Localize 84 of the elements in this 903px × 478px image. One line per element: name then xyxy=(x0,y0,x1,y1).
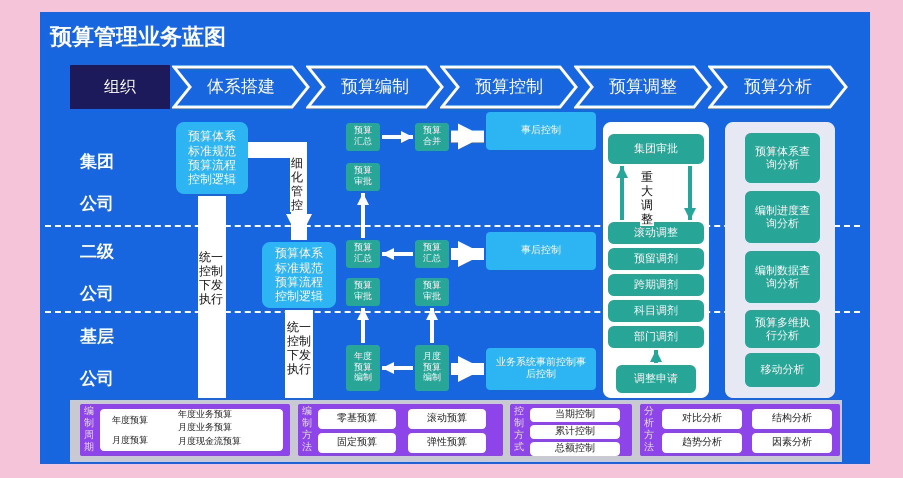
item-box: 零基预算 xyxy=(318,409,396,429)
item-box: 结构分析 xyxy=(752,409,832,429)
process-box: 编制数据查询分析 xyxy=(745,251,820,303)
process-box: 预算审批 xyxy=(346,163,380,191)
arrow xyxy=(382,248,413,260)
vertical-heading: 分析方法 xyxy=(643,406,655,454)
item-box: 滚动预算 xyxy=(408,409,486,429)
item-text: 月度现金流预算 xyxy=(178,437,241,448)
vertical-heading: 编制周期 xyxy=(83,406,95,454)
process-box: 科目调剂 xyxy=(608,300,704,322)
arrow xyxy=(426,308,438,343)
category-panel xyxy=(510,404,632,456)
process-box: 预算合并 xyxy=(415,123,449,151)
row-label: 公司 xyxy=(80,368,114,390)
panel xyxy=(603,122,709,398)
arrow xyxy=(451,124,484,150)
process-box: 月度预算编制 xyxy=(415,345,449,391)
arrow xyxy=(616,166,628,220)
item-text: 年度预算 xyxy=(112,416,148,427)
arrow xyxy=(285,310,313,398)
vertical-heading: 控制方式 xyxy=(513,406,525,454)
item-box: 弹性预算 xyxy=(408,433,486,453)
arrow xyxy=(382,131,413,143)
edge-label: 统一控制下发执行 xyxy=(198,250,224,306)
arrow xyxy=(357,193,369,238)
item-text: 月度业务预算 xyxy=(178,423,232,434)
header-box: 组织 xyxy=(70,65,170,109)
arrow xyxy=(650,350,662,363)
item-box: 当期控制 xyxy=(530,408,620,422)
process-box: 预算体系标准规范预算流程控制逻辑 xyxy=(176,122,248,194)
process-box: 移动分析 xyxy=(745,353,820,387)
process-box: 预算审批 xyxy=(346,278,380,306)
process-box: 预留调剂 xyxy=(608,248,704,270)
arrow xyxy=(451,241,484,267)
title: 预算管理业务蓝图 xyxy=(50,24,226,52)
category-panel xyxy=(80,404,290,456)
band-background xyxy=(70,400,842,462)
process-box: 年度预算编制 xyxy=(346,345,380,391)
arrow xyxy=(357,308,369,343)
process-box: 预算体系标准规范预算流程控制逻辑 xyxy=(262,242,336,308)
process-box: 事后控制 xyxy=(486,232,596,270)
process-box: 预算审批 xyxy=(415,278,449,306)
chevron-step: 预算编制 xyxy=(306,65,444,109)
vertical-heading: 编制方法 xyxy=(301,406,313,454)
row-label: 基层 xyxy=(80,326,114,348)
process-box: 部门调剂 xyxy=(608,326,704,348)
process-box: 业务系统事前控制事后控制 xyxy=(486,348,596,390)
item-text: 月度预算 xyxy=(112,436,148,447)
process-box: 集团审批 xyxy=(608,134,704,164)
process-box: 预算汇总 xyxy=(415,240,449,268)
row-label: 集团 xyxy=(80,151,114,173)
row-label: 公司 xyxy=(80,193,114,215)
process-box: 跨期调剂 xyxy=(608,274,704,296)
chevron-step: 预算分析 xyxy=(708,65,848,109)
item-box: 累计控制 xyxy=(530,425,620,439)
edge-label: 统一控制下发执行 xyxy=(286,320,312,376)
item-box: 对比分析 xyxy=(662,409,742,429)
arrow xyxy=(684,166,696,220)
process-box: 预算汇总 xyxy=(346,240,380,268)
item-text: 年度业务预算 xyxy=(178,410,232,421)
category-panel xyxy=(298,404,503,456)
item-box: 固定预算 xyxy=(318,433,396,453)
arrow xyxy=(451,356,484,382)
process-box: 预算体系查询分析 xyxy=(745,133,820,183)
item-box: 趋势分析 xyxy=(662,433,742,453)
item-box: 总额控制 xyxy=(530,442,620,456)
category-panel xyxy=(640,404,840,456)
process-box: 编制进度查询分析 xyxy=(745,191,820,243)
panel xyxy=(725,122,835,398)
process-box: 预算汇总 xyxy=(346,123,380,151)
arrow xyxy=(382,362,413,374)
row-label: 公司 xyxy=(80,283,114,305)
edge-label: 细化管控 xyxy=(290,156,304,212)
process-box: 预算多维执行分析 xyxy=(745,310,820,348)
chevron-step: 体系搭建 xyxy=(172,65,310,109)
process-box: 事后控制 xyxy=(486,112,596,150)
row-label: 二级 xyxy=(80,241,114,263)
edge-label: 重大调整 xyxy=(640,170,654,226)
item-box xyxy=(100,409,283,451)
process-box: 调整申请 xyxy=(616,365,696,393)
item-box: 因素分析 xyxy=(752,433,832,453)
arrow xyxy=(198,196,226,398)
chevron-step: 预算控制 xyxy=(440,65,578,109)
chevron-step: 预算调整 xyxy=(574,65,712,109)
